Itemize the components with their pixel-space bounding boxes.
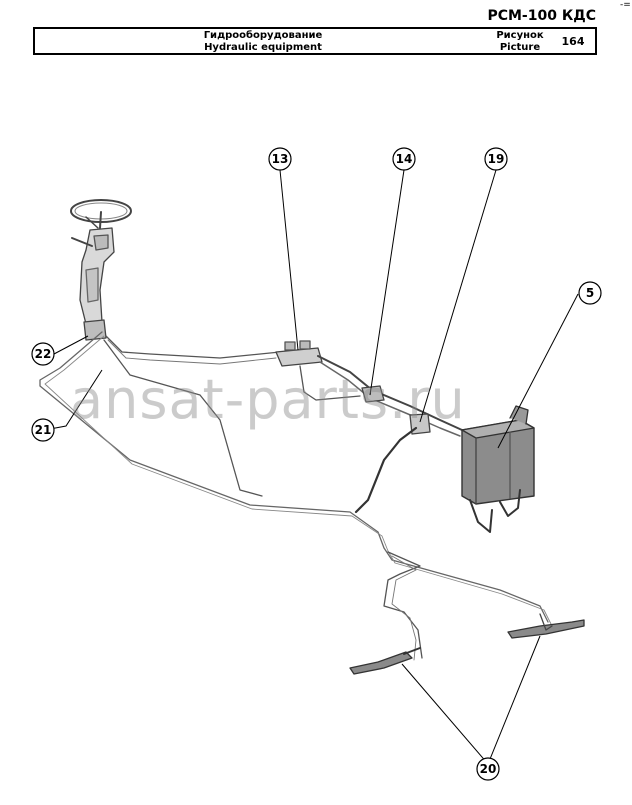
callout-22-label: 22 [35,347,52,361]
callout-20-label: 20 [480,762,497,776]
picture-label-ru: Рисунок [496,30,544,41]
callout-19-label: 19 [488,152,505,166]
callout-20: 20 [476,757,500,781]
leader-5 [497,293,579,449]
hydraulic-tank [461,405,535,533]
callout-14-label: 14 [396,152,413,166]
callout-13-label: 13 [272,152,289,166]
model-title: РСМ-100 КДС [487,8,596,24]
valve-block [275,340,323,367]
leader-19 [419,169,497,423]
callout-5-label: 5 [586,286,594,300]
section-title-en: Hydraulic equipment [204,42,322,53]
callout-22: 22 [31,342,55,366]
corner-mark: -= [620,0,631,10]
title-block: Гидрооборудование Hydraulic equipment Ри… [33,27,597,55]
steering-column [71,227,115,341]
filter-unit [354,413,431,514]
callout-21-label: 21 [35,423,52,437]
callout-19: 19 [484,147,508,171]
section-title-ru: Гидрооборудование [203,30,323,41]
callout-14: 14 [392,147,416,171]
callout-5: 5 [578,281,602,305]
leader-22 [53,335,89,355]
steering-wheel [70,199,132,229]
leader-14 [369,169,405,396]
cylinder-left [349,647,421,675]
cylinder-right [507,613,585,639]
picture-label-en: Picture [499,42,541,53]
callout-13: 13 [268,147,292,171]
leader-20a [401,663,489,765]
picture-number: 164 [561,35,585,48]
hydraulic-connector [361,385,385,403]
leader-13 [279,169,299,351]
leader-21 [49,369,103,430]
leader-20b [487,635,541,765]
callout-21: 21 [31,418,55,442]
